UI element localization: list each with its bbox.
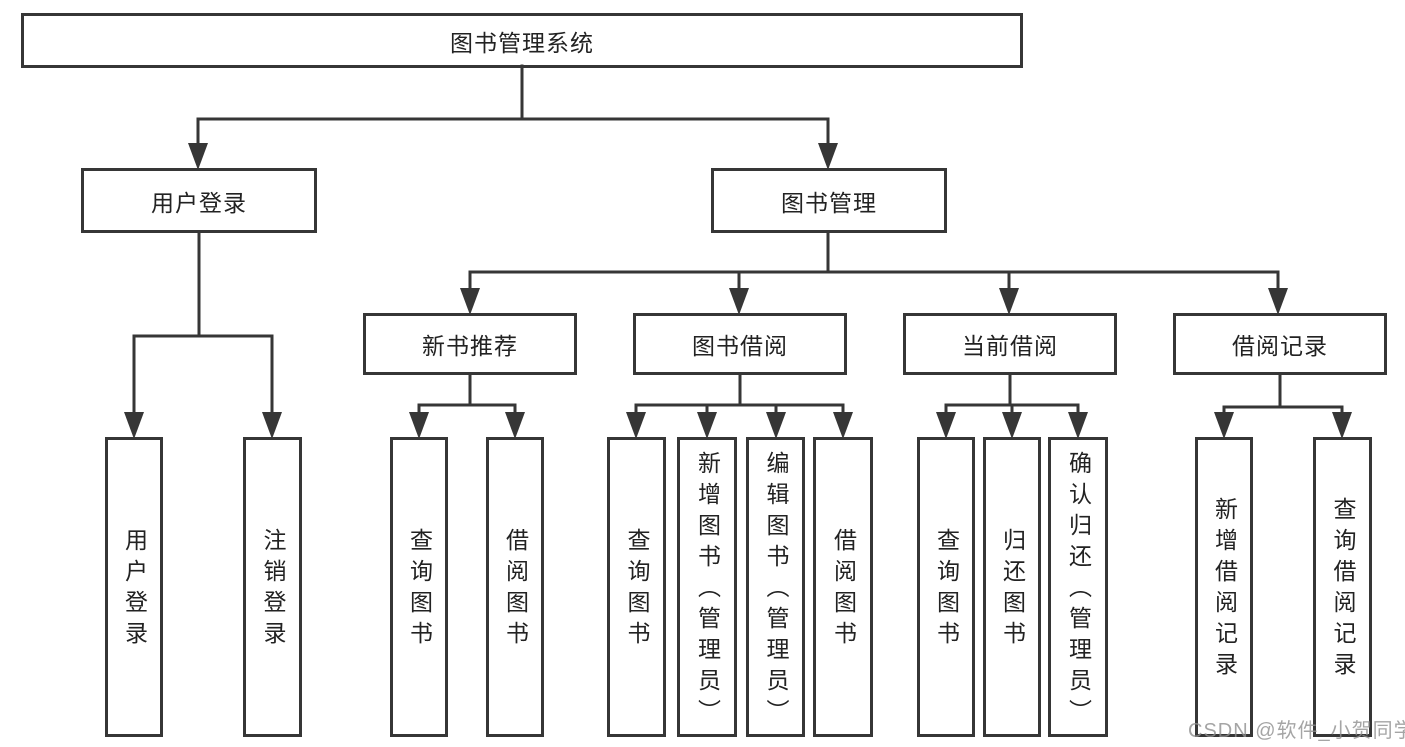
connector-new-book-recommendation-to-leaves — [409, 373, 525, 439]
arrowhead — [1214, 412, 1234, 439]
leaf-user-login: 用户登录 — [105, 437, 163, 737]
leaf-return-books: 归还图书 — [983, 437, 1041, 737]
arrowhead — [936, 412, 956, 439]
leaf-confirm-return-admin: 确认归还（管理员） — [1048, 437, 1108, 737]
connector-book-borrowing-to-leaves — [626, 373, 853, 439]
arrowhead — [818, 143, 838, 170]
node-borrowing-records: 借阅记录 — [1173, 313, 1387, 375]
leaf-edit-books-admin: 编辑图书（管理员） — [746, 437, 805, 737]
node-library-management-system: 图书管理系统 — [21, 13, 1023, 68]
connector-current-borrowing-to-leaves — [936, 373, 1088, 439]
arrowhead — [697, 412, 717, 439]
leaf-add-borrow-record: 新增借阅记录 — [1195, 437, 1253, 737]
node-book-borrowing: 图书借阅 — [633, 313, 847, 375]
leaf-query-books-recommend: 查询图书 — [390, 437, 448, 737]
arrowhead — [1002, 412, 1022, 439]
arrowhead — [409, 412, 429, 439]
leaf-add-books-admin: 新增图书（管理员） — [677, 437, 737, 737]
leaf-query-borrow-record: 查询借阅记录 — [1313, 437, 1372, 737]
connector-borrowing-records-to-leaves — [1214, 373, 1352, 439]
node-user-login: 用户登录 — [81, 168, 317, 233]
leaf-logout: 注销登录 — [243, 437, 302, 737]
arrowhead — [999, 288, 1019, 315]
leaf-query-books-borrowing: 查询图书 — [607, 437, 666, 737]
arrowhead — [262, 412, 282, 439]
leaf-borrow-books-borrowing: 借阅图书 — [813, 437, 873, 737]
leaf-query-books-current: 查询图书 — [917, 437, 975, 737]
connector-book-management-to-level3 — [460, 231, 1288, 315]
arrowhead — [460, 288, 480, 315]
arrowhead — [626, 412, 646, 439]
csdn-watermark: CSDN @软件_小贺同学 — [1188, 720, 1405, 742]
arrowhead — [124, 412, 144, 439]
leaf-borrow-books-recommend: 借阅图书 — [486, 437, 544, 737]
arrowhead — [729, 288, 749, 315]
node-current-borrowing: 当前借阅 — [903, 313, 1117, 375]
arrowhead — [766, 412, 786, 439]
arrowhead — [188, 143, 208, 170]
arrowhead — [1068, 412, 1088, 439]
arrowhead — [833, 412, 853, 439]
arrowhead — [1332, 412, 1352, 439]
connector-root-to-level2 — [188, 64, 838, 170]
arrowhead — [505, 412, 525, 439]
node-new-book-recommendation: 新书推荐 — [363, 313, 577, 375]
arrowhead — [1268, 288, 1288, 315]
node-book-management: 图书管理 — [711, 168, 947, 233]
connector-user-login-to-leaves — [124, 231, 282, 439]
